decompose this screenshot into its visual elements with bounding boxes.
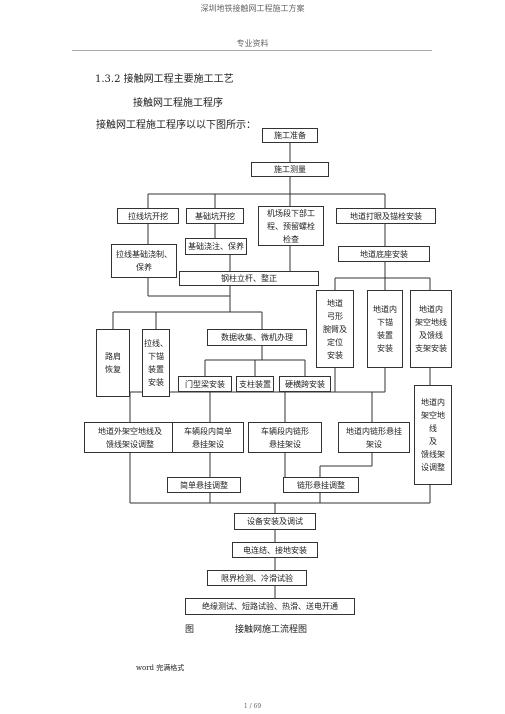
- step-depot-simple-catenary: 车辆段内简单 悬挂架设: [172, 422, 244, 453]
- step-depot-substructure-check: 机场段下部工 程、预留螺栓 检查: [258, 206, 324, 246]
- step-pillar-device: 支柱装置: [236, 376, 274, 392]
- step-construction-survey: 施工测量: [251, 162, 329, 177]
- intro-text: 接触网工程施工程序以以下图所示：: [96, 120, 256, 131]
- step-shoulder-restoration: 路肩 恢复: [96, 329, 130, 397]
- section-heading: 1.3.2 接触网工程主要施工工艺: [95, 74, 234, 85]
- step-rigid-crossspan: 硬横跨安装: [279, 376, 331, 392]
- step-tunnel-bow-cantilever: 地道 弓形 腕臂及 定位 安装: [316, 290, 354, 368]
- figure-caption-prefix: 图: [185, 625, 195, 635]
- footer-note: word 完满格式: [136, 664, 185, 672]
- step-tunnel-ground-wire-bracket: 地道内 架空地线 及馈线 支架安装: [410, 290, 452, 368]
- step-tunnel-base-install: 地道底座安装: [338, 246, 430, 262]
- subsection-title: 接触网工程施工程序: [133, 98, 223, 109]
- step-tunnel-ground-wire-adjust: 地道内 架空地 线 及 馈线架 设调整: [414, 385, 452, 485]
- step-chain-catenary-adjust: 链形悬挂调整: [283, 477, 359, 493]
- document-subheader: 专业资料: [236, 39, 269, 48]
- step-equipment-install-debug: 设备安装及调试: [234, 513, 316, 530]
- step-steel-pole-erection: 钢柱立杆、整正: [179, 271, 319, 286]
- step-foundation-pit-excavation: 基础坑开挖: [186, 208, 244, 224]
- step-guy-foundation-casting: 拉线基础浇制、 保养: [111, 244, 177, 278]
- step-clearance-cold-slide: 限界检测、冷滑试验: [207, 570, 307, 586]
- step-guy-anchor-install: 拉线、 下锚 装置 安装: [142, 329, 170, 397]
- step-tunnel-chain-catenary: 地道内链形悬挂 架设: [338, 422, 410, 453]
- step-tunnel-drilling-anchor-bolts: 地道打眼及锚栓安装: [336, 208, 436, 224]
- page-number: 1 / 69: [243, 703, 262, 710]
- step-data-collection: 数据收集、微机办理: [207, 329, 307, 346]
- header-rule: [72, 50, 432, 51]
- figure-caption: 接触网施工流程图: [235, 625, 308, 635]
- step-depot-chain-catenary: 车辆段内链形 悬挂架设: [248, 422, 322, 453]
- step-tunnel-down-anchor: 地道内 下锚 装置 安装: [367, 290, 403, 368]
- step-construction-prep: 施工准备: [262, 128, 318, 143]
- step-portal-beam-install: 门型梁安装: [178, 376, 232, 392]
- step-electrical-bonding-grounding: 电连结、接地安装: [232, 542, 318, 558]
- step-foundation-pouring: 基础浇注、保养: [185, 238, 247, 255]
- step-tunnel-external-ground-wire: 地道外架空地线及 馈线架设调整: [84, 422, 176, 453]
- step-guy-pit-excavation: 拉线坑开挖: [117, 208, 179, 224]
- step-simple-catenary-adjust: 简单悬挂调整: [167, 477, 241, 493]
- document-header: 深圳地铁接触网工程施工方案: [200, 4, 305, 13]
- step-insulation-energization: 绝缘测试、短路试验、热滑、送电开通: [185, 598, 355, 615]
